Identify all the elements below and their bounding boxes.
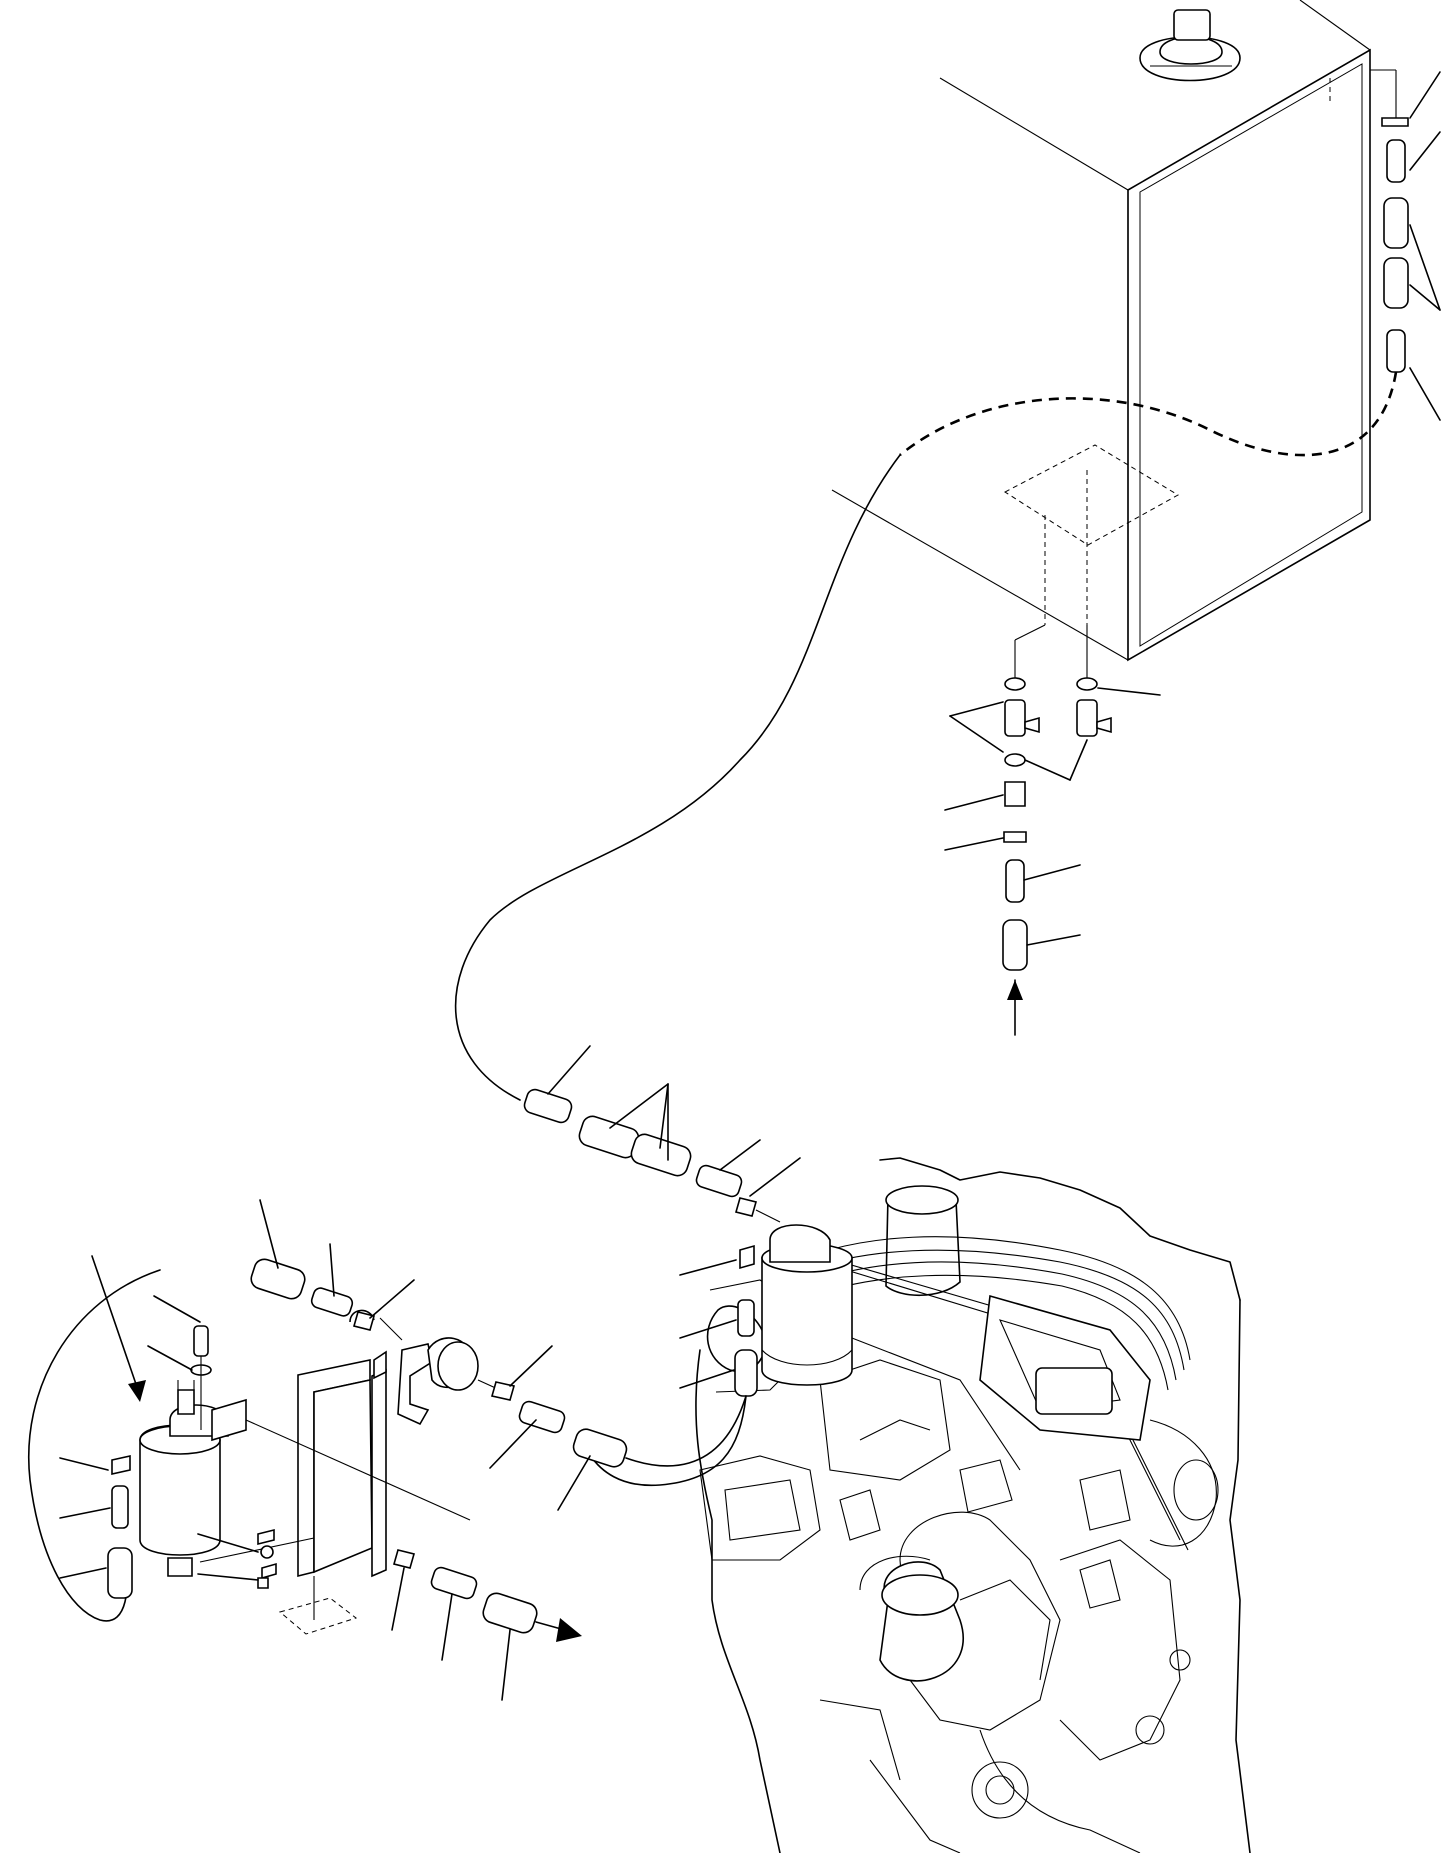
return-hose-assembly <box>900 70 1440 455</box>
engine-feed-hoses <box>522 1046 800 1222</box>
fuel-drain-valves <box>945 625 1160 1035</box>
feed-pump <box>350 1310 552 1424</box>
water-separator-filter <box>92 1256 470 1576</box>
supply-hose <box>456 455 900 1100</box>
left-hose-loop <box>29 1270 160 1621</box>
center-hoses <box>490 1396 746 1510</box>
mounting-bracket <box>200 1352 386 1634</box>
tank-filler-cap <box>1140 10 1240 81</box>
lower-hoses <box>198 1534 582 1700</box>
fuel-tank <box>832 0 1370 660</box>
engine-fuel-filter <box>590 1225 852 1485</box>
upper-left-hoses <box>249 1200 414 1330</box>
